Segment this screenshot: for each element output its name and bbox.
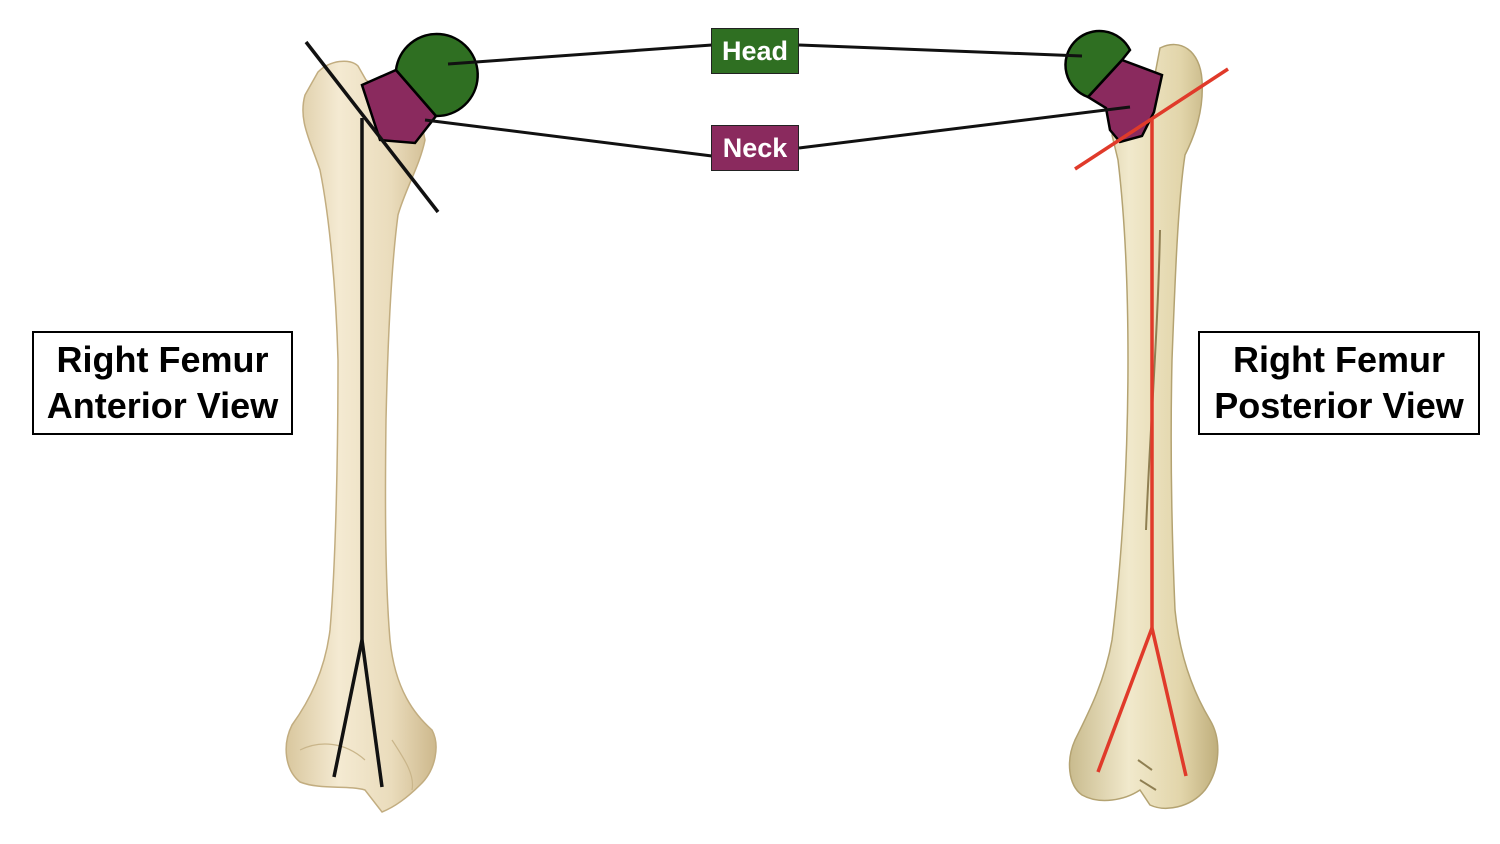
posterior-condyle-line-medial xyxy=(1096,627,1154,773)
posterior-view-label: Right Femur Posterior View xyxy=(1198,331,1480,435)
posterior-femoral-head xyxy=(1064,29,1132,99)
anterior-neck-axis-line xyxy=(304,40,440,214)
posterior-femoral-neck xyxy=(1086,58,1164,144)
neck-leader-line-anterior xyxy=(424,118,713,158)
anterior-condyle-line-medial xyxy=(332,639,364,778)
posterior-femur-bone xyxy=(1068,43,1219,809)
anterior-femur-shading xyxy=(299,739,414,791)
posterior-view-label-line2: Posterior View xyxy=(1214,385,1464,426)
posterior-condyle-line-lateral xyxy=(1150,627,1188,777)
anterior-view-label-line1: Right Femur xyxy=(56,339,269,380)
posterior-femur xyxy=(1064,29,1229,809)
anterior-femur xyxy=(285,32,479,813)
anterior-condyle-line-lateral xyxy=(360,639,384,788)
anterior-femoral-head xyxy=(394,32,479,118)
neck-tag: Neck xyxy=(711,125,799,171)
anterior-view-label-line2: Anterior View xyxy=(46,385,279,426)
anterior-view-label: Right Femur Anterior View xyxy=(32,331,293,435)
posterior-view-label-line1: Right Femur xyxy=(1233,339,1445,380)
head-leader-line-anterior xyxy=(447,43,713,66)
neck-leader-line-posterior xyxy=(798,105,1131,150)
head-leader-line-posterior xyxy=(798,43,1083,58)
leader-lines xyxy=(424,43,1131,158)
head-tag: Head xyxy=(711,28,799,74)
